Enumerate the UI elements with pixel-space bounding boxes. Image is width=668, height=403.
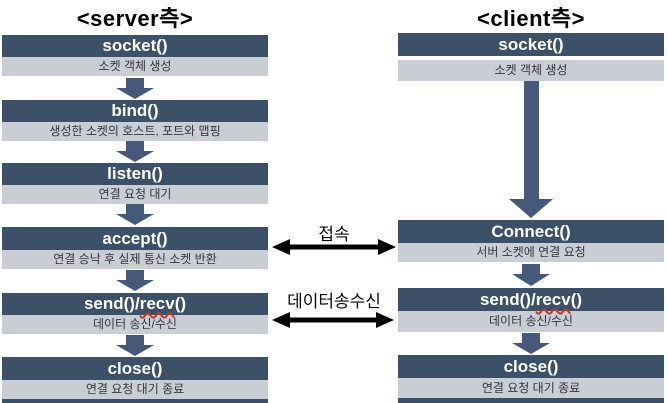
client-step-connect-box: Connect() 서버 소켓에 연결 요청 bbox=[398, 220, 664, 262]
step-func-label: bind() bbox=[2, 100, 268, 122]
server-step-bind-box: bind() 생성한 소켓의 호스트, 포트와 맵핑 bbox=[2, 100, 268, 141]
step-func-label: send()/recv() bbox=[398, 288, 664, 311]
server-step-close-box: close() 연결 요청 대기 종료 bbox=[2, 357, 268, 399]
func-text: () bbox=[174, 294, 187, 313]
step-func-label: listen() bbox=[2, 163, 268, 185]
step-func-label: close() bbox=[2, 357, 268, 380]
client-step-socket-box: socket() 소켓 객체 생성 bbox=[398, 33, 664, 81]
step-desc-label: 연결 요청 대기 bbox=[2, 185, 268, 204]
func-text: send()/ bbox=[83, 294, 140, 313]
down-arrow-icon bbox=[116, 335, 154, 356]
server-step-send-recv-box: send()/recv() 데이터 송신/수신 bbox=[2, 293, 268, 334]
server-step-accept-box: accept() 연결 승낙 후 실제 통신 소켓 반환 bbox=[2, 227, 268, 269]
step-desc-label: 소켓 객체 생성 bbox=[398, 60, 664, 81]
client-step-close-box: close() 연결 요청 대기 종료 bbox=[398, 355, 664, 399]
server-column-title: <server측> bbox=[76, 6, 194, 31]
client-column-title: <client측> bbox=[477, 6, 585, 31]
func-text: send()/ bbox=[479, 290, 536, 309]
client-bottom-edge bbox=[398, 398, 664, 403]
step-desc-label: 소켓 객체 생성 bbox=[2, 57, 268, 76]
step-desc-label: 연결 승낙 후 실제 통신 소켓 반환 bbox=[2, 250, 268, 269]
step-func-label: socket() bbox=[2, 35, 268, 57]
func-text: () bbox=[570, 290, 583, 309]
step-func-label: Connect() bbox=[398, 220, 664, 243]
long-down-arrow-icon bbox=[509, 81, 553, 218]
step-desc-label: 서버 소켓에 연결 요청 bbox=[398, 243, 664, 262]
step-func-label: send()/recv() bbox=[2, 293, 268, 315]
server-bottom-edge bbox=[2, 399, 268, 403]
func-text-spellcheck: recv bbox=[535, 290, 571, 309]
func-text-spellcheck: recv bbox=[139, 294, 175, 313]
connection-label-data-transfer: 데이터송수신 bbox=[287, 292, 381, 311]
server-step-socket-box: socket() 소켓 객체 생성 bbox=[2, 35, 268, 76]
double-arrow-icon bbox=[272, 239, 396, 255]
server-step-listen-box: listen() 연결 요청 대기 bbox=[2, 163, 268, 204]
step-desc-label: 데이터 송신/수신 bbox=[398, 311, 664, 332]
down-arrow-icon bbox=[116, 204, 154, 225]
connection-label-accept: 접속 bbox=[318, 225, 350, 244]
down-arrow-icon bbox=[116, 270, 154, 291]
down-arrow-icon bbox=[512, 264, 550, 286]
step-func-label: close() bbox=[398, 355, 664, 378]
step-desc-label: 연결 요청 대기 종료 bbox=[2, 380, 268, 399]
step-func-label: accept() bbox=[2, 227, 268, 250]
step-desc-label: 연결 요청 대기 종료 bbox=[398, 378, 664, 399]
step-desc-label: 생성한 소켓의 호스트, 포트와 맵핑 bbox=[2, 122, 268, 141]
step-func-label: socket() bbox=[398, 33, 664, 56]
down-arrow-icon bbox=[512, 333, 550, 354]
client-step-send-recv-box: send()/recv() 데이터 송신/수신 bbox=[398, 288, 664, 332]
down-arrow-icon bbox=[116, 141, 154, 162]
down-arrow-icon bbox=[116, 78, 154, 99]
double-arrow-icon bbox=[272, 312, 394, 328]
step-desc-label: 데이터 송신/수신 bbox=[2, 315, 268, 334]
